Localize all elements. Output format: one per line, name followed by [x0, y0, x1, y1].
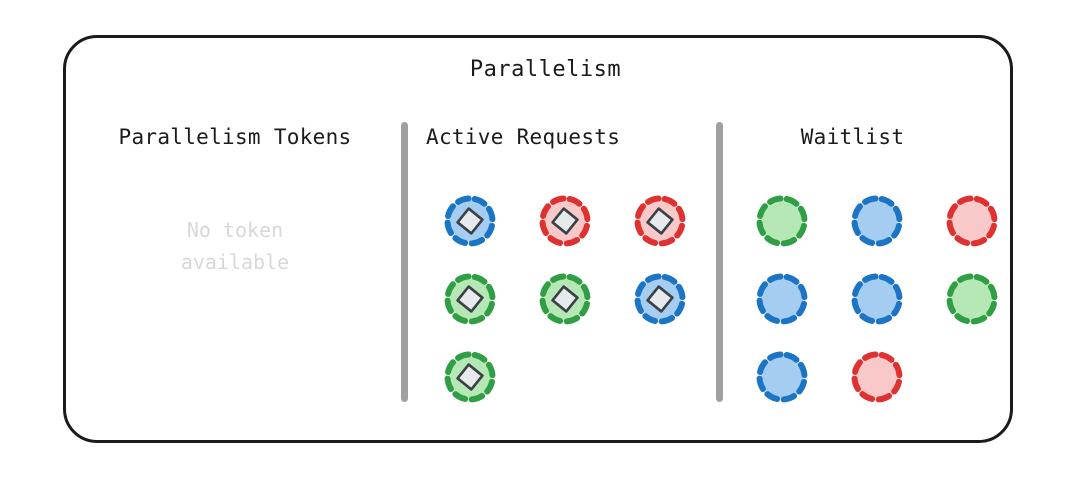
column-header-parallelism-tokens: Parallelism Tokens: [118, 125, 352, 149]
waitlist-request-icon[interactable]: [943, 192, 1001, 250]
column-parallelism-tokens: Parallelism Tokens No token available: [80, 122, 390, 278]
request-token-icon[interactable]: [536, 270, 594, 328]
waitlist-request-icon[interactable]: [753, 348, 811, 406]
waitlist-request-icon[interactable]: [943, 270, 1001, 328]
waitlist-grid: [734, 182, 1015, 416]
waitlist-request-icon[interactable]: [848, 348, 906, 406]
waitlist-request-icon[interactable]: [753, 192, 811, 250]
request-token-icon[interactable]: [441, 270, 499, 328]
column-divider-1: [401, 122, 408, 402]
column-active-requests: Active Requests: [418, 122, 708, 416]
waitlist-request-icon[interactable]: [848, 270, 906, 328]
request-token-icon[interactable]: [631, 270, 689, 328]
request-token-icon[interactable]: [441, 192, 499, 250]
column-divider-2: [716, 122, 723, 402]
waitlist-request-icon[interactable]: [753, 270, 811, 328]
active-requests-grid: [422, 182, 708, 416]
request-token-icon[interactable]: [536, 192, 594, 250]
page-title: Parallelism: [469, 57, 622, 82]
column-header-active-requests: Active Requests: [426, 125, 621, 149]
parallelism-panel: [63, 35, 1013, 443]
no-token-available-message: No token available: [180, 218, 290, 274]
column-header-waitlist: Waitlist: [800, 125, 905, 149]
request-token-icon[interactable]: [441, 348, 499, 406]
waitlist-request-icon[interactable]: [848, 192, 906, 250]
request-token-icon[interactable]: [631, 192, 689, 250]
column-waitlist: Waitlist: [730, 122, 1015, 416]
